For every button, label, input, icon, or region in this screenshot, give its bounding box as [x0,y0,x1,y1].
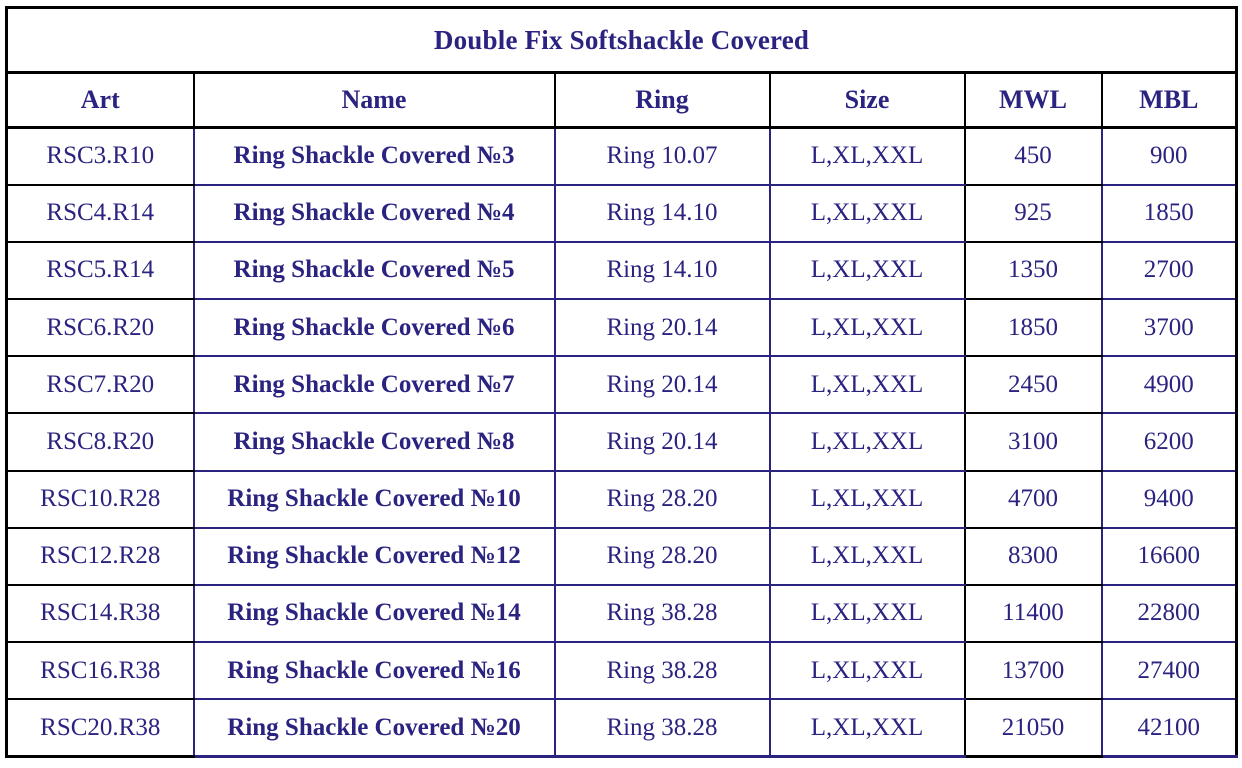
cell-mwl: 2450 [963,355,1103,415]
column-header-name: Name [192,72,556,129]
cell-mwl: 1350 [963,240,1103,301]
cell-mwl: 21050 [963,698,1103,759]
cell-mbl: 3700 [1100,298,1239,358]
column-header-ring: Ring [553,72,771,129]
cell-size: L,XL,XXL [768,641,966,701]
cell-mwl: 11400 [963,583,1103,644]
cell-mbl: 900 [1100,127,1239,186]
cell-size: L,XL,XXL [768,412,966,472]
cell-ring: Ring 38.28 [553,698,771,759]
cell-name: Ring Shackle Covered №8 [192,412,556,472]
cell-ring: Ring 20.14 [553,412,771,472]
cell-size: L,XL,XXL [768,240,966,301]
cell-art: RSC12.R28 [5,526,195,586]
cell-art: RSC20.R38 [5,698,195,759]
table-title: Double Fix Softshackle Covered [4,6,1239,74]
product-spec-table: Double Fix Softshackle Covered Art Name … [4,6,1239,759]
cell-size: L,XL,XXL [768,355,966,415]
column-header-size: Size [768,72,966,129]
cell-name: Ring Shackle Covered №5 [192,240,556,301]
cell-mbl: 42100 [1100,698,1239,759]
cell-name: Ring Shackle Covered №12 [192,526,556,586]
table-head: Double Fix Softshackle Covered Art Name … [4,6,1239,129]
cell-ring: Ring 20.14 [553,298,771,358]
cell-art: RSC16.R38 [5,641,195,701]
cell-name: Ring Shackle Covered №20 [192,698,556,759]
cell-name: Ring Shackle Covered №16 [192,641,556,701]
cell-mbl: 6200 [1100,412,1239,472]
cell-name: Ring Shackle Covered №10 [192,469,556,529]
cell-art: RSC7.R20 [5,355,195,415]
cell-mwl: 3100 [963,412,1103,472]
cell-size: L,XL,XXL [768,298,966,358]
cell-ring: Ring 20.14 [553,355,771,415]
column-header-mbl: MBL [1100,72,1239,129]
column-header-art: Art [5,72,195,129]
cell-mbl: 27400 [1100,641,1239,701]
cell-mwl: 1850 [963,298,1103,358]
cell-mbl: 2700 [1100,240,1239,301]
cell-art: RSC3.R10 [5,127,195,186]
cell-name: Ring Shackle Covered №6 [192,298,556,358]
cell-art: RSC14.R38 [5,583,195,644]
cell-ring: Ring 38.28 [553,641,771,701]
cell-size: L,XL,XXL [768,469,966,529]
cell-name: Ring Shackle Covered №14 [192,583,556,644]
cell-size: L,XL,XXL [768,526,966,586]
cell-ring: Ring 14.10 [553,183,771,243]
cell-art: RSC4.R14 [5,183,195,243]
cell-size: L,XL,XXL [768,127,966,186]
cell-art: RSC10.R28 [5,469,195,529]
cell-ring: Ring 28.20 [553,469,771,529]
cell-mwl: 8300 [963,526,1103,586]
cell-art: RSC5.R14 [5,240,195,301]
title-row: Double Fix Softshackle Covered [4,6,1239,74]
cell-size: L,XL,XXL [768,583,966,644]
cell-name: Ring Shackle Covered №7 [192,355,556,415]
cell-art: RSC6.R20 [5,298,195,358]
cell-art: RSC8.R20 [5,412,195,472]
cell-mbl: 1850 [1100,183,1239,243]
cell-size: L,XL,XXL [768,183,966,243]
cell-name: Ring Shackle Covered №4 [192,183,556,243]
column-header-mwl: MWL [963,72,1103,129]
cell-mwl: 4700 [963,469,1103,529]
cell-mwl: 925 [963,183,1103,243]
cell-ring: Ring 10.07 [553,127,771,186]
cell-ring: Ring 38.28 [553,583,771,644]
cell-ring: Ring 28.20 [553,526,771,586]
cell-name: Ring Shackle Covered №3 [192,127,556,186]
cell-ring: Ring 14.10 [553,240,771,301]
cell-mwl: 450 [963,127,1103,186]
cell-mwl: 13700 [963,641,1103,701]
cell-mbl: 22800 [1100,583,1239,644]
cell-size: L,XL,XXL [768,698,966,759]
cell-mbl: 9400 [1100,469,1239,529]
header-row: Art Name Ring Size MWL MBL [5,72,1239,129]
cell-mbl: 4900 [1100,355,1239,415]
cell-mbl: 16600 [1100,526,1239,586]
